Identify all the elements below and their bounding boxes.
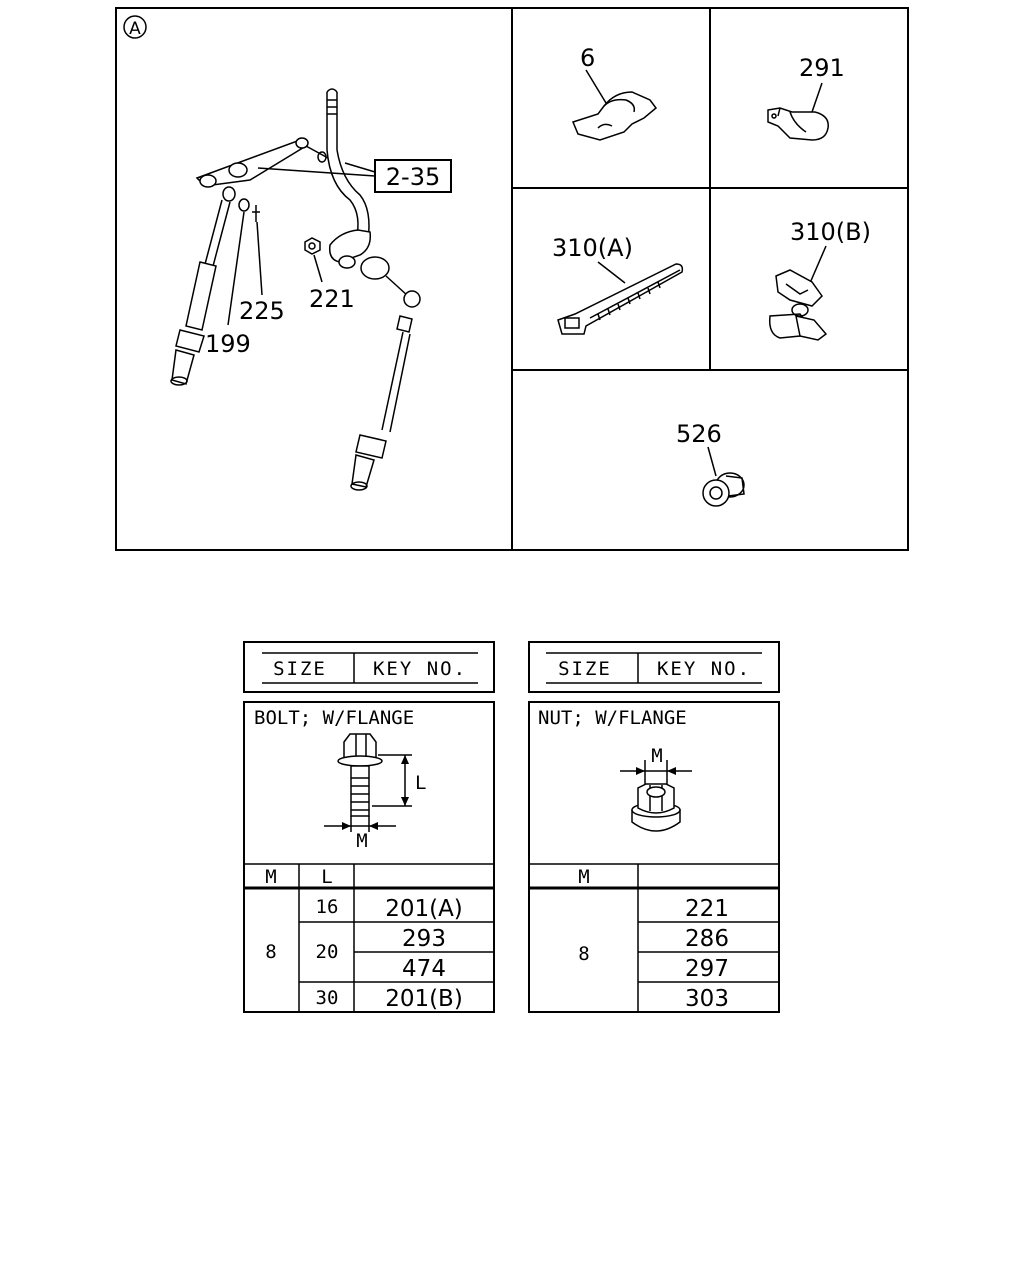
bolt-header-size: SIZE [273, 658, 327, 680]
nut-header-key: KEY NO. [657, 658, 751, 680]
flange-bolt-figure [324, 733, 412, 832]
bolt-col-m: M [265, 866, 276, 888]
shift-linkage-illustration [170, 88, 421, 491]
callout-310b: 310(B) [790, 218, 871, 246]
bolt-header-key: KEY NO. [373, 658, 467, 680]
callout-310a: 310(A) [552, 234, 633, 262]
callout-526: 526 [676, 420, 722, 448]
nut-dim-m: M [651, 745, 662, 767]
bolt-row-key: 201(A) [385, 896, 463, 922]
bolt-dim-l: L [415, 772, 426, 794]
flange-nut-figure [620, 760, 692, 832]
nut-row-key: 297 [685, 956, 729, 982]
bolt-size-table: SIZE KEY NO. BOLT; W/FLANGE [243, 641, 495, 1013]
nut-size-table: SIZE KEY NO. NUT; W/FLANGE M [528, 641, 780, 1013]
diagram-frame [115, 7, 909, 551]
callout-199: 199 [205, 330, 251, 358]
view-marker-label: A [129, 19, 141, 39]
nut-row-key: 286 [685, 926, 729, 952]
nut-row-key: 303 [685, 986, 729, 1012]
callout-leaders [227, 69, 827, 477]
bolt-dim-m: M [356, 830, 367, 852]
bolt-m-value: 8 [265, 941, 276, 963]
view-marker: A [123, 15, 147, 39]
nut-col-m: M [578, 866, 589, 888]
callout-6: 6 [580, 44, 595, 72]
callout-225: 225 [239, 297, 285, 325]
nut-m-value: 8 [578, 943, 589, 965]
cable-tie-part-310a [557, 263, 684, 335]
bolt-row-key: 201(B) [385, 986, 463, 1012]
bolt-row-key: 293 [402, 926, 446, 952]
clamp-part-310b [768, 269, 828, 341]
ref-2-35-label: 2-35 [386, 163, 440, 191]
callout-291: 291 [799, 54, 845, 82]
clip-part-291 [767, 107, 829, 141]
nut-row-key: 221 [685, 896, 729, 922]
bolt-row-key: 474 [402, 956, 446, 982]
bolt-row-l: 30 [316, 987, 339, 1009]
bolt-row-l: 20 [316, 941, 339, 963]
nut-header-size: SIZE [558, 658, 612, 680]
bolt-row-l: 16 [316, 896, 339, 918]
clip-part-6 [571, 91, 658, 141]
grommet-part-526 [702, 472, 745, 507]
bolt-title: BOLT; W/FLANGE [254, 707, 414, 729]
callout-221: 221 [309, 285, 355, 313]
reference-2-35: 2-35 [257, 159, 452, 193]
nut-title: NUT; W/FLANGE [538, 707, 687, 729]
bolt-col-l: L [321, 866, 332, 888]
